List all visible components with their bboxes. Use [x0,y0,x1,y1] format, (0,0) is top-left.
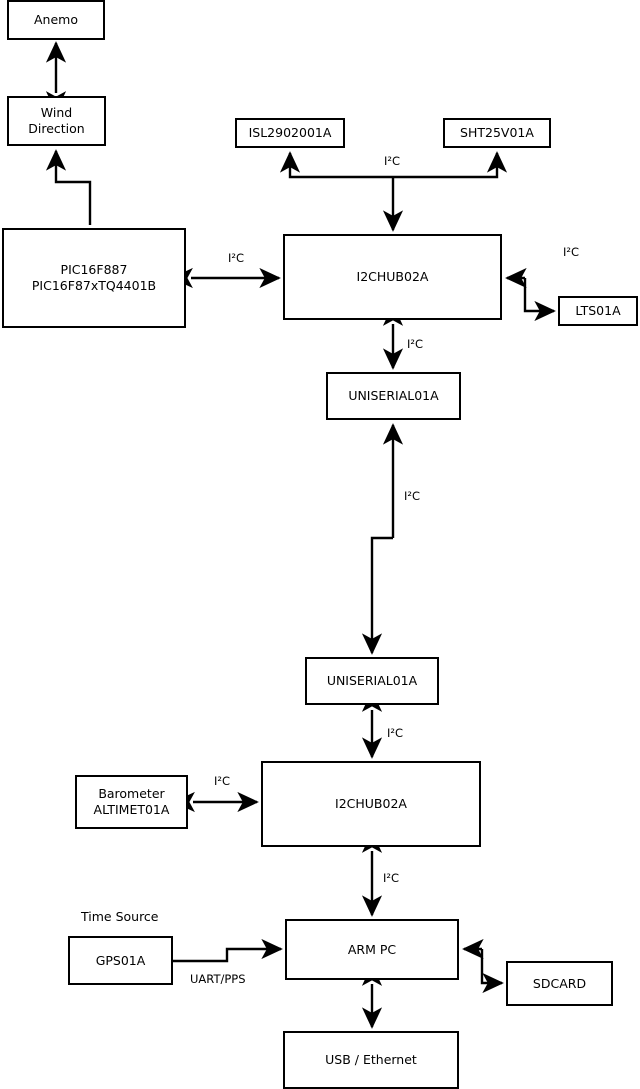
node-i2chub02a-top[interactable]: I2CHUB02A [283,234,502,320]
edge-label-i2c-sensor-bus: I²C [384,154,401,168]
node-sht25v01a[interactable]: SHT25V01A [443,118,551,148]
node-usb-ethernet[interactable]: USB / Ethernet [283,1031,459,1089]
edge-pic-wind [45,149,92,225]
node-uniserial01a-upper[interactable]: UNISERIAL01A [326,372,461,420]
edge-label-uart-pps: UART/PPS [190,972,246,986]
node-label-arm-pc: ARM PC [347,941,397,957]
node-sdcard[interactable]: SDCARD [506,961,613,1006]
edge-label-i2c-hub2-armpc: I²C [383,871,400,885]
edge-gps-armpc [173,938,283,963]
node-gps01a[interactable]: GPS01A [68,936,173,985]
node-label-uniserial01a-upper: UNISERIAL01A [348,388,439,404]
node-lts01a[interactable]: LTS01A [558,296,638,326]
edge-uniserial1-to-2 [361,536,393,655]
node-label-sht25v01a: SHT25V01A [460,125,534,141]
node-label-barometer-altimet01a: Barometer ALTIMET01A [93,786,170,817]
edge-label-i2c-hub-uniserial: I²C [407,337,424,351]
node-label-wind-direction: Wind Direction [28,105,85,136]
node-label-usb-ethernet: USB / Ethernet [325,1052,417,1068]
node-label-i2chub02a-top: I2CHUB02A [356,269,429,285]
node-arm-pc[interactable]: ARM PC [285,919,459,980]
node-label-uniserial01a-lower: UNISERIAL01A [326,673,418,689]
node-barometer-altimet01a[interactable]: Barometer ALTIMET01A [75,775,188,829]
node-label-sdcard: SDCARD [532,975,587,991]
node-label-anemo: Anemo [34,12,78,28]
node-isl2902001a[interactable]: ISL2902001A [235,118,345,148]
edge-hubtop-lts-out [523,278,556,322]
node-label-gps01a: GPS01A [95,952,146,968]
edge-label-i2c-uniserial-hub2: I²C [387,726,404,740]
edge-bus-sht [393,151,508,179]
edge-label-i2c-barometer-hub2: I²C [214,774,231,788]
edge-label-i2c-pic-hub: I²C [228,251,245,265]
node-i2chub02a-bottom[interactable]: I2CHUB02A [261,761,481,847]
edge-label-i2c-hub-lts: I²C [563,245,580,259]
node-pic-microcontroller[interactable]: PIC16F887 PIC16F87xTQ4401B [2,228,186,328]
edge-armpc-sdcard-out [480,949,504,994]
node-uniserial01a-lower[interactable]: UNISERIAL01A [305,657,439,705]
node-label-pic-microcontroller: PIC16F887 PIC16F87xTQ4401B [31,262,157,293]
node-wind-direction[interactable]: Wind Direction [7,96,106,146]
node-anemo[interactable]: Anemo [7,0,105,40]
annotation-time-source: Time Source [81,909,159,924]
edge-label-i2c-uniserial-link: I²C [404,489,421,503]
node-label-i2chub02a-bottom: I2CHUB02A [335,796,407,812]
edge-bus-isl [279,151,393,179]
node-label-isl2902001a: ISL2902001A [248,125,332,141]
node-label-lts01a: LTS01A [575,303,621,319]
